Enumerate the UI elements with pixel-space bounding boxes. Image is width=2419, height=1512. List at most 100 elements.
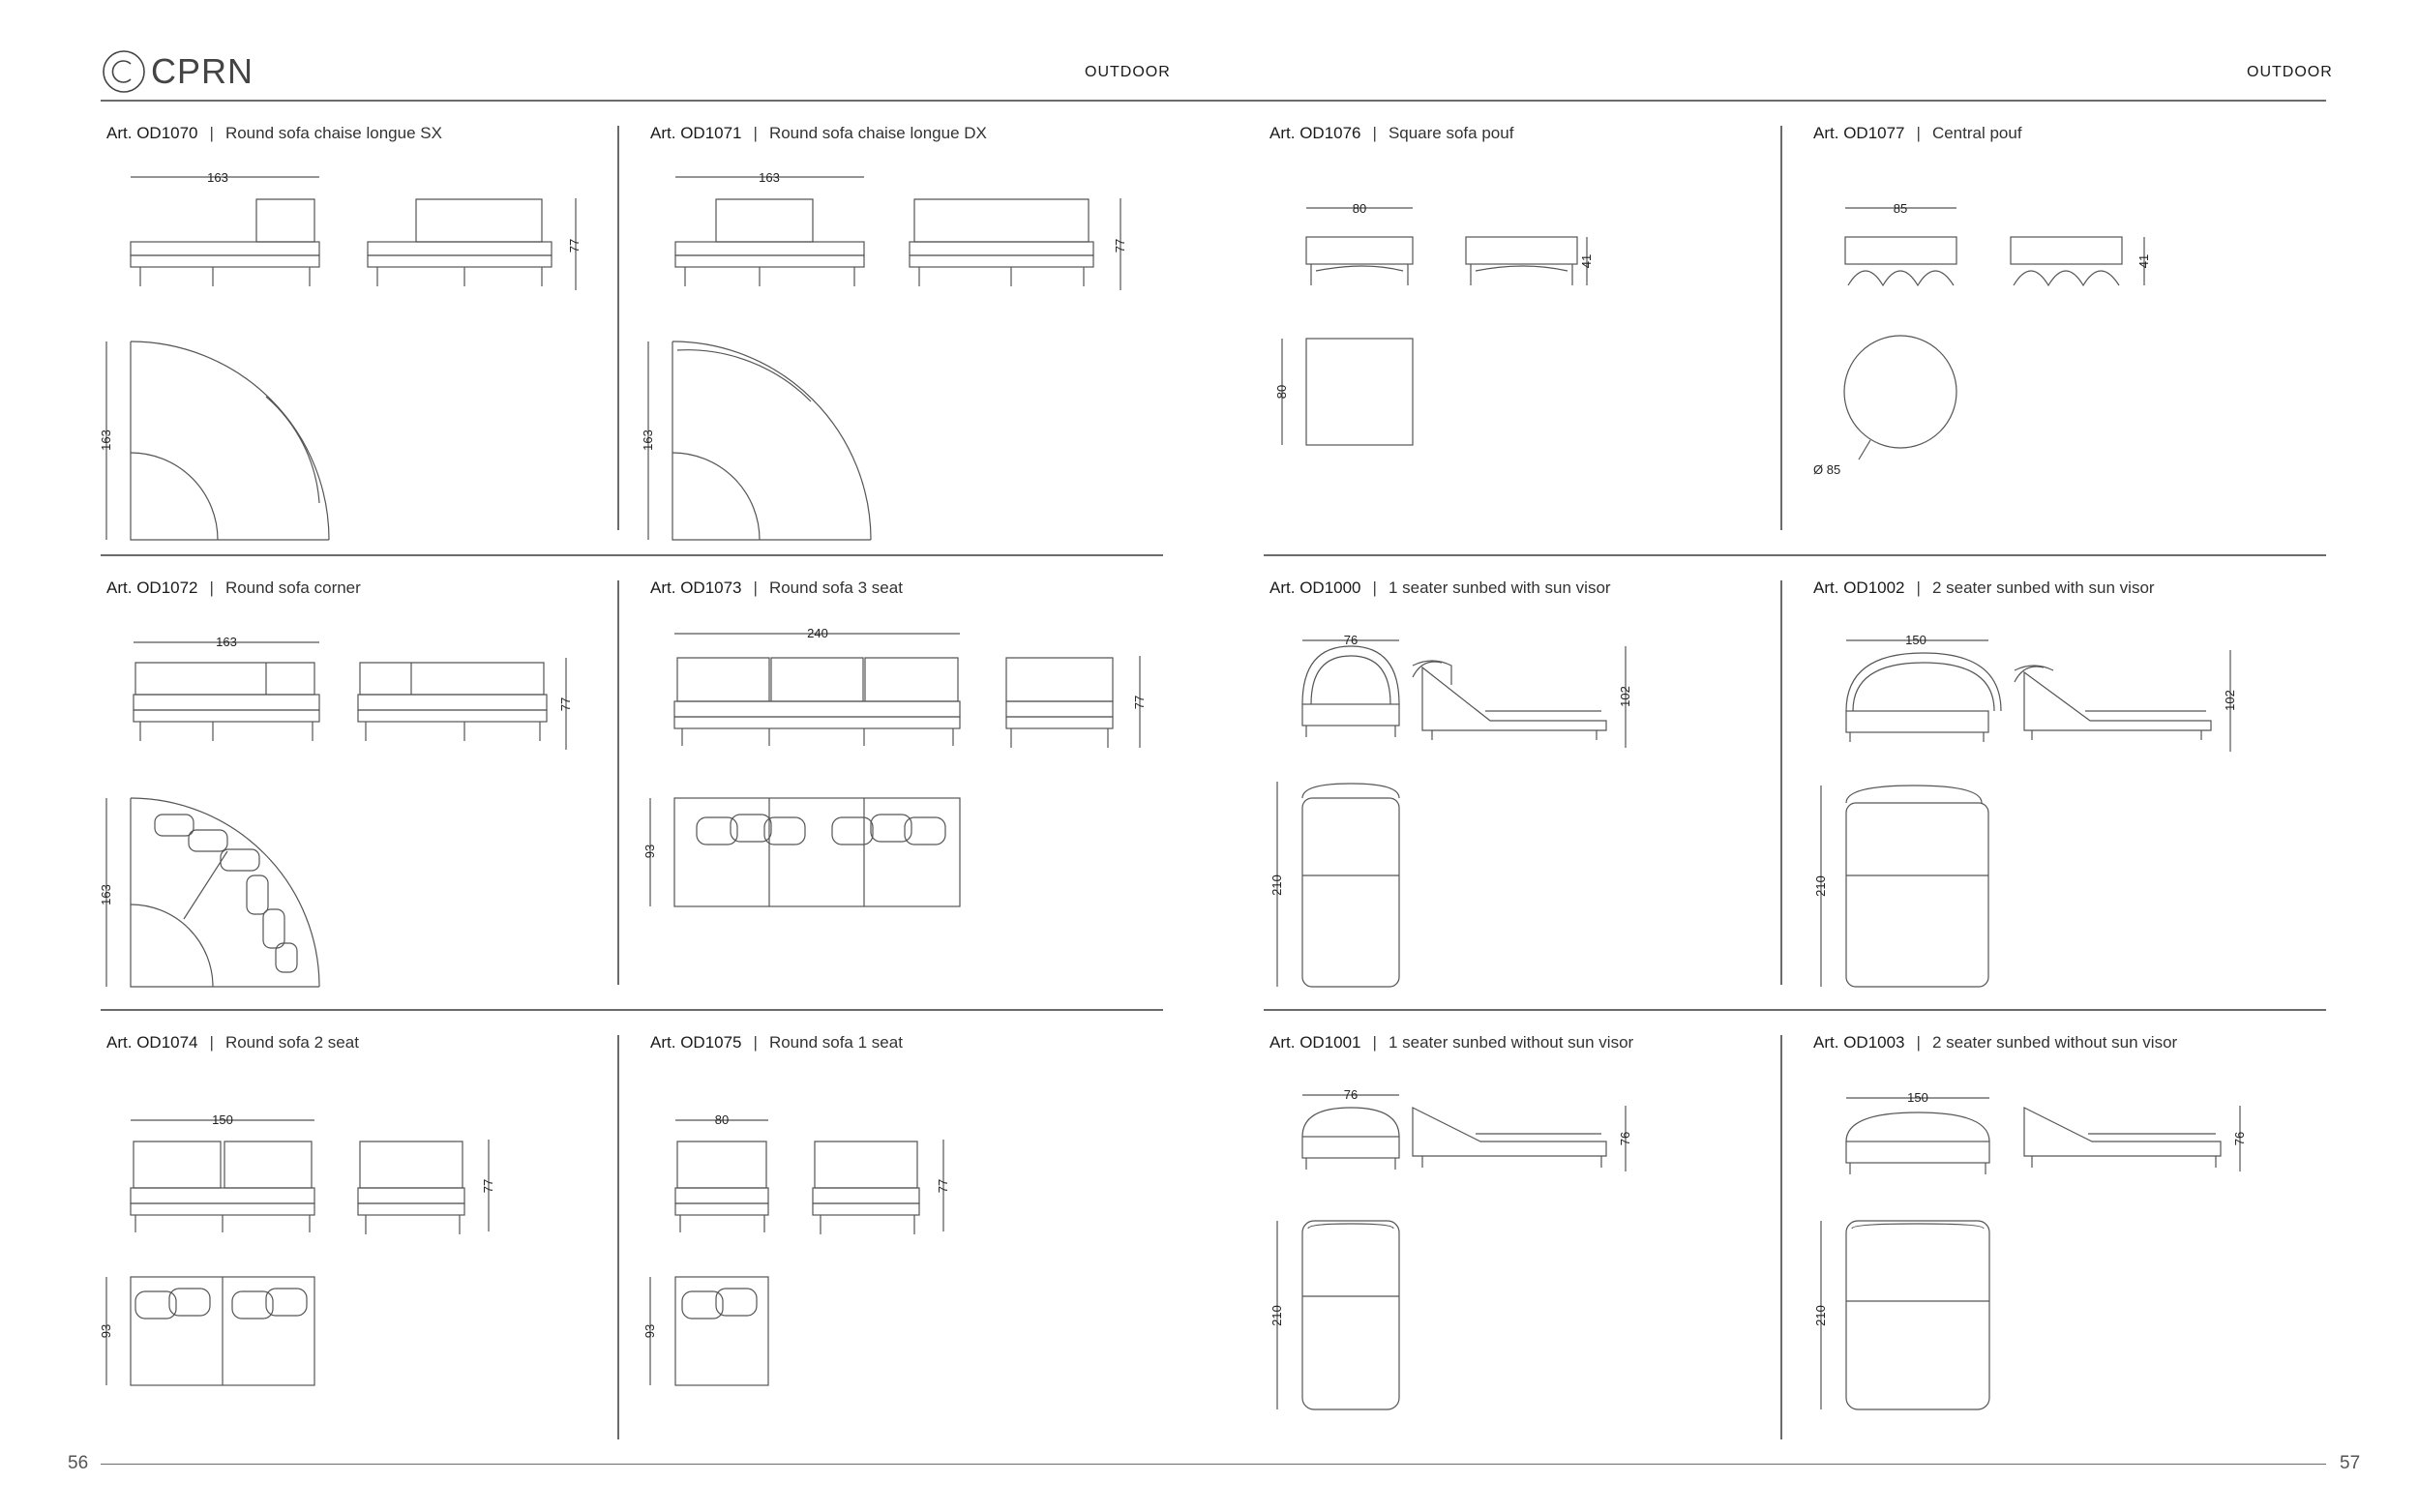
- product-code: OD1073: [680, 578, 742, 597]
- sofa-side-view: [812, 1141, 920, 1234]
- product-name: 2 seater sunbed with sun visor: [1931, 578, 2155, 597]
- dimension-depth: 210: [1813, 1305, 1828, 1326]
- sofa-plan-view: [130, 1276, 315, 1386]
- product-title: Art. OD1000|1 seater sunbed with sun vis…: [1269, 578, 1611, 597]
- sunbed-side-view: [2014, 665, 2212, 740]
- sofa-plan-view: [673, 797, 961, 907]
- sofa-front-view: [673, 657, 961, 746]
- sofa-front-view: [130, 1141, 315, 1232]
- sunbed-side-view: [2023, 1107, 2222, 1168]
- sofa-plan-view: [130, 341, 330, 541]
- dimension-width: 150: [1907, 1090, 1928, 1105]
- product-code: OD1072: [136, 578, 198, 597]
- art-prefix: Art.: [106, 578, 133, 597]
- dimension-depth: 163: [99, 430, 113, 451]
- product-name: Round sofa 1 seat: [768, 1033, 903, 1052]
- dimension-depth: 163: [641, 430, 655, 451]
- dimension-width: 76: [1344, 1087, 1358, 1102]
- sunbed-plan-view: [1845, 1220, 1990, 1410]
- column-divider: [1780, 1035, 1782, 1439]
- sofa-side-view: [1005, 657, 1114, 748]
- product-title: Art. OD1002|2 seater sunbed with sun vis…: [1813, 578, 2155, 597]
- copyright-c-icon: [103, 50, 145, 93]
- dimension-height: 77: [936, 1179, 950, 1193]
- product-code: OD1076: [1299, 124, 1361, 142]
- product-code: OD1001: [1299, 1033, 1361, 1052]
- dimension-leader: [1858, 439, 1871, 460]
- row-divider: [1264, 1009, 2326, 1011]
- brand-logo: CPRN: [101, 48, 254, 95]
- product-name: Round sofa chaise longue DX: [768, 124, 987, 142]
- sofa-front-view: [674, 1141, 769, 1232]
- product-code: OD1003: [1843, 1033, 1905, 1052]
- pouf-front-view: [1844, 236, 1957, 287]
- art-prefix: Art.: [1813, 578, 1839, 597]
- dimension-height: 102: [1618, 686, 1632, 707]
- dimension-height: 102: [2223, 690, 2237, 711]
- column-divider: [1780, 126, 1782, 530]
- sunbed-plan-view: [1301, 1220, 1400, 1410]
- page-number-left: 56: [68, 1453, 89, 1473]
- dimension-depth: 163: [99, 884, 113, 905]
- product-title: Art. OD1076|Square sofa pouf: [1269, 124, 1514, 142]
- pouf-front-view: [1305, 236, 1414, 285]
- row-divider: [1264, 554, 2326, 556]
- product-name: Round sofa 3 seat: [768, 578, 903, 597]
- dimension-width: 80: [1353, 201, 1366, 216]
- dimension-diameter: Ø 85: [1813, 462, 1840, 477]
- product-code: OD1074: [136, 1033, 198, 1052]
- product-title: Art. OD1071|Round sofa chaise longue DX: [650, 124, 987, 142]
- product-code: OD1077: [1843, 124, 1905, 142]
- art-prefix: Art.: [650, 124, 676, 142]
- sofa-front-view: [674, 198, 865, 286]
- section-label-right: OUTDOOR: [2247, 64, 2333, 80]
- column-divider: [617, 1035, 619, 1439]
- art-prefix: Art.: [1813, 124, 1839, 142]
- sofa-front-view: [133, 662, 320, 741]
- dimension-height: 77: [1113, 239, 1127, 252]
- product-title: Art. OD1073|Round sofa 3 seat: [650, 578, 903, 597]
- sofa-side-view: [357, 1141, 465, 1234]
- product-title: Art. OD1070|Round sofa chaise longue SX: [106, 124, 442, 142]
- section-label-left: OUTDOOR: [1085, 64, 1171, 80]
- dimension-depth: 93: [642, 1324, 657, 1338]
- product-code: OD1002: [1843, 578, 1905, 597]
- product-title: Art. OD1072|Round sofa corner: [106, 578, 361, 597]
- sunbed-side-view: [1412, 1107, 1607, 1168]
- sofa-side-view: [909, 198, 1094, 286]
- sunbed-side-view: [1412, 660, 1607, 740]
- dimension-height: 41: [2136, 254, 2151, 268]
- dimension-width: 85: [1894, 201, 1907, 216]
- product-code: OD1000: [1299, 578, 1361, 597]
- sofa-plan-view: [672, 341, 872, 541]
- dimension-height: 77: [1132, 696, 1147, 709]
- product-code: OD1075: [680, 1033, 742, 1052]
- page-number-right: 57: [2340, 1453, 2361, 1473]
- dimension-depth: 80: [1274, 385, 1289, 399]
- pouf-plan-view: [1305, 338, 1414, 446]
- pouf-plan-view: [1843, 335, 1957, 449]
- art-prefix: Art.: [1269, 578, 1296, 597]
- dimension-width: 240: [807, 626, 828, 640]
- pouf-side-view: [1465, 236, 1578, 285]
- dimension-depth: 210: [1269, 875, 1284, 896]
- sunbed-plan-view: [1845, 785, 1989, 988]
- art-prefix: Art.: [106, 1033, 133, 1052]
- brand-name: CPRN: [151, 51, 254, 91]
- product-name: Square sofa pouf: [1388, 124, 1514, 142]
- row-divider: [101, 554, 1163, 556]
- dimension-height: 76: [2232, 1132, 2247, 1145]
- sofa-side-view: [367, 198, 552, 286]
- art-prefix: Art.: [650, 1033, 676, 1052]
- product-title: Art. OD1003|2 seater sunbed without sun …: [1813, 1033, 2178, 1052]
- art-prefix: Art.: [1269, 1033, 1296, 1052]
- dimension-width: 163: [207, 170, 228, 185]
- product-name: Round sofa 2 seat: [224, 1033, 359, 1052]
- art-prefix: Art.: [650, 578, 676, 597]
- dimension-depth: 210: [1813, 875, 1828, 897]
- dimension-width: 150: [212, 1112, 233, 1127]
- row-divider: [101, 1009, 1163, 1011]
- sunbed-front-view: [1301, 645, 1400, 737]
- dimension-height: 76: [1618, 1132, 1632, 1145]
